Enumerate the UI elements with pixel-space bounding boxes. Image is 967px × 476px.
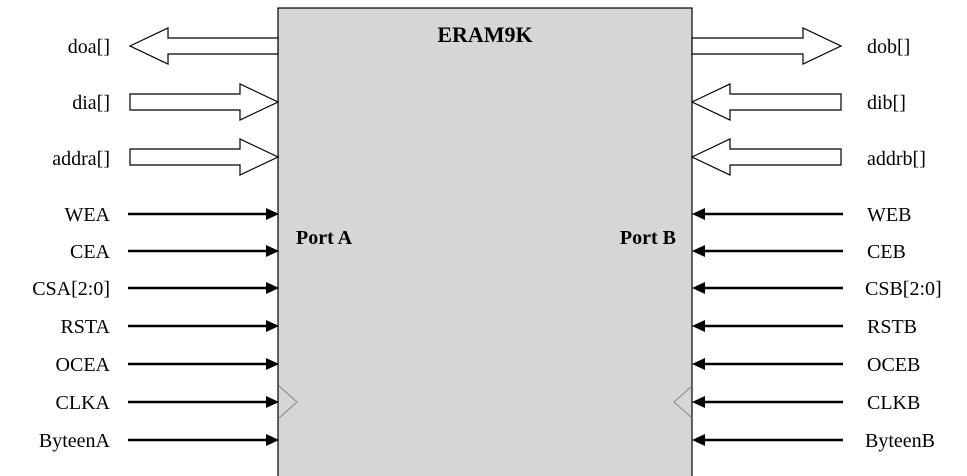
block-title: ERAM9K (437, 22, 532, 47)
bus-arrow-out-icon (128, 27, 279, 65)
arrow-left-icon (692, 282, 705, 294)
arrow-left-icon (692, 434, 705, 446)
signal-label: CLKB (867, 392, 920, 414)
arrow-right-icon (266, 282, 279, 294)
right-signal-byteenb: ByteenB (692, 430, 935, 452)
bus-label: addra[] (52, 148, 110, 170)
memory-block (277, 7, 693, 476)
clock-triangle-icon (278, 385, 298, 419)
left-signal-wea: WEA (64, 204, 279, 226)
left-signal-ocea: OCEA (56, 354, 279, 376)
arrow-right-icon (266, 358, 279, 370)
left-signal-clka: CLKA (56, 385, 298, 419)
bus-arrow-out-icon (691, 27, 843, 65)
clock-triangle-icon (673, 385, 693, 419)
bus-arrow-in-icon (129, 83, 280, 121)
bus-label: addrb[] (867, 148, 926, 170)
signal-label: WEB (867, 204, 911, 226)
right-bus-dob: dob[] (691, 27, 910, 65)
right-signal-csb: CSB[2:0] (692, 278, 942, 300)
signal-label: CEB (867, 241, 906, 263)
bus-arrow-in-icon (129, 138, 280, 176)
bus-label: dib[] (867, 92, 906, 114)
signal-label: CEA (70, 241, 111, 263)
arrow-left-icon (692, 396, 705, 408)
arrow-right-icon (266, 396, 279, 408)
bus-arrow-in-icon (690, 138, 842, 176)
left-bus-dia: dia[] (72, 83, 280, 121)
left-bus-doa: doa[] (68, 27, 279, 65)
signal-label: ByteenA (39, 430, 111, 452)
signal-label: RSTB (867, 316, 917, 338)
right-signal-ceb: CEB (692, 241, 906, 263)
left-signal-rsta: RSTA (60, 316, 279, 338)
signal-label: CSA[2:0] (32, 278, 110, 300)
right-signal-clkb: CLKB (673, 385, 920, 419)
port-b-label: Port B (620, 227, 676, 249)
right-bus-dib: dib[] (690, 83, 906, 121)
right-signal-rstb: RSTB (692, 316, 917, 338)
left-signal-cea: CEA (70, 241, 279, 263)
arrow-left-icon (692, 358, 705, 370)
arrow-left-icon (692, 245, 705, 257)
right-signal-oceb: OCEB (692, 354, 920, 376)
arrow-right-icon (266, 208, 279, 220)
right-bus-addrb: addrb[] (690, 138, 926, 176)
bus-label: dia[] (72, 92, 110, 114)
signal-label: CSB[2:0] (865, 278, 942, 300)
arrow-right-icon (266, 434, 279, 446)
left-signal-csa: CSA[2:0] (32, 278, 279, 300)
signal-label: WEA (64, 204, 110, 226)
signal-label: OCEB (867, 354, 920, 376)
left-bus-addra: addra[] (52, 138, 280, 176)
left-signal-byteena: ByteenA (39, 430, 279, 452)
signal-label: CLKA (56, 392, 111, 414)
arrow-right-icon (266, 320, 279, 332)
bus-label: dob[] (867, 36, 910, 58)
arrow-left-icon (692, 208, 705, 220)
arrow-left-icon (692, 320, 705, 332)
signal-label: ByteenB (865, 430, 935, 452)
signal-label: OCEA (56, 354, 111, 376)
bus-label: doa[] (68, 36, 110, 58)
right-signal-web: WEB (692, 204, 911, 226)
signal-label: RSTA (60, 316, 110, 338)
arrow-right-icon (266, 245, 279, 257)
bus-arrow-in-icon (690, 83, 842, 121)
port-a-label: Port A (296, 227, 353, 249)
